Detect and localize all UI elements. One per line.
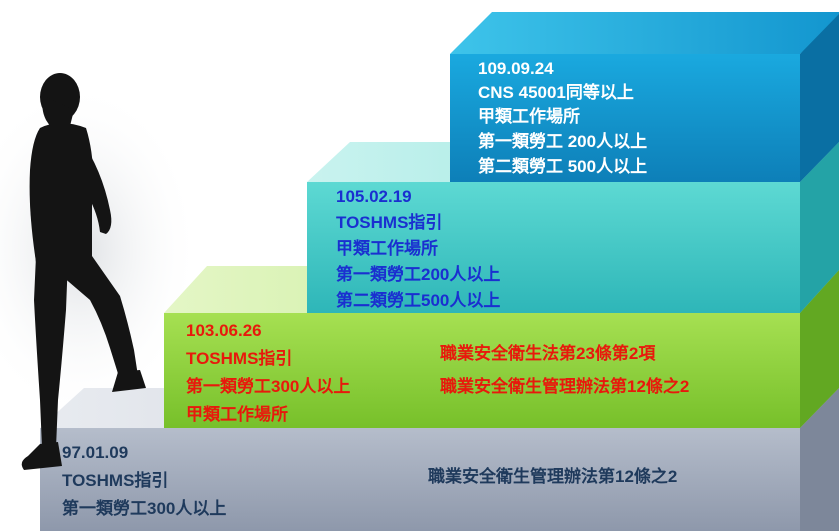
step-1-law-1: 職業安全衛生管理辦法第12條之2	[428, 467, 678, 486]
step-4-date: 109.09.24	[478, 59, 554, 78]
step-2-law-2: 職業安全衛生管理辦法第12條之2	[440, 377, 690, 396]
step-3-date: 105.02.19	[336, 187, 412, 206]
step-2-law-1: 職業安全衛生法第23條第2項	[440, 344, 656, 363]
step-1-line-2: 第一類勞工300人以上	[62, 499, 227, 518]
step-4-line-4: 第二類勞工 500人以上	[478, 157, 648, 176]
walking-person-silhouette-icon	[21, 73, 146, 470]
step-3-line-1: TOSHMS指引	[336, 213, 443, 232]
step-4-line-2: 甲類工作場所	[478, 107, 580, 126]
step-4-line-3: 第一類勞工 200人以上	[478, 132, 648, 151]
step-2-date: 103.06.26	[186, 321, 262, 340]
step-2-line-3: 甲類工作場所	[186, 405, 288, 424]
step-3-line-3: 第一類勞工200人以上	[336, 265, 501, 284]
step-3-line-4: 第二類勞工500人以上	[336, 291, 501, 310]
step-3-block	[307, 142, 839, 313]
step-4-block	[450, 12, 839, 182]
step-3-line-2: 甲類工作場所	[336, 239, 438, 258]
step-4-line-1: CNS 45001同等以上	[478, 83, 634, 102]
step-1-line-1: TOSHMS指引	[62, 471, 169, 490]
step-2-line-1: TOSHMS指引	[186, 349, 293, 368]
step-1-date: 97.01.09	[62, 443, 129, 462]
step-2-line-2: 第一類勞工300人以上	[186, 377, 351, 396]
